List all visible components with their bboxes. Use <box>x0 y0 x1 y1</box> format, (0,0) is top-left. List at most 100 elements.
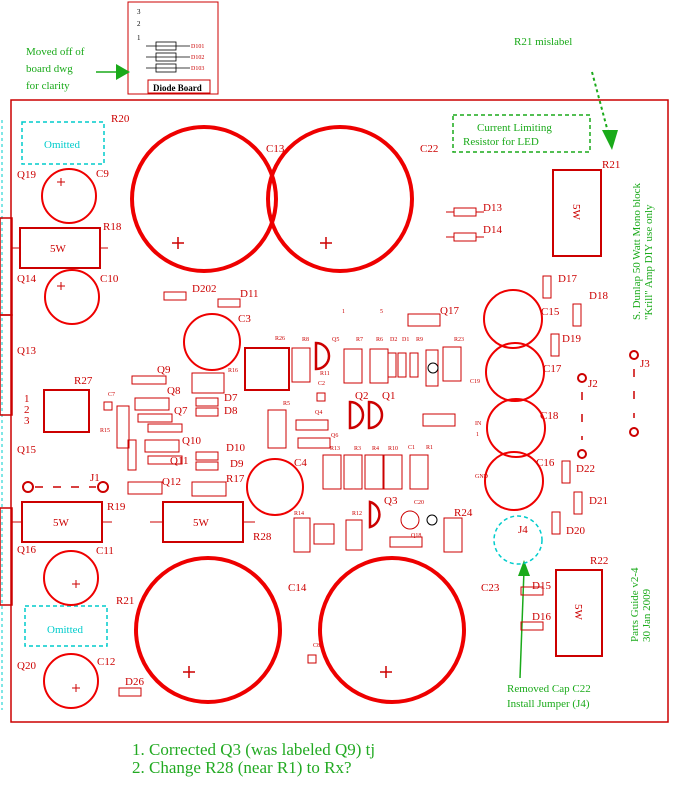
r11-label: R11 <box>320 371 330 377</box>
in-label: IN <box>475 421 482 427</box>
removed-cap-arrowhead <box>518 560 530 576</box>
r26-body <box>244 347 290 391</box>
diode-board-title: Diode Board <box>153 83 202 93</box>
j3-label: J3 <box>640 358 650 370</box>
r3-label: R3 <box>354 446 361 452</box>
left-caps <box>41 168 100 709</box>
r13-label: R13 <box>330 446 340 452</box>
d10-label: D10 <box>226 442 245 454</box>
r28-5w-text: 5W <box>193 517 210 529</box>
current-limit-box <box>452 114 591 153</box>
moved-note-line2: board dwg <box>26 63 73 75</box>
d15-label: D15 <box>532 580 551 592</box>
c10-label: C10 <box>100 273 119 285</box>
q9-label: Q9 <box>157 364 171 376</box>
power-resistors <box>19 169 603 657</box>
removed-cap-line1: Removed Cap C22 <box>507 683 591 695</box>
d1-label: D1 <box>402 337 409 343</box>
c2-label: C2 <box>318 381 325 387</box>
r7-label: R7 <box>356 337 363 343</box>
d102-label: D102 <box>191 55 204 61</box>
main-filter-caps <box>130 125 466 704</box>
d19-label: D19 <box>562 333 581 345</box>
power-resistor-leads <box>12 247 255 523</box>
cap-plus-marks <box>172 237 392 678</box>
q13-pin3: 3 <box>24 415 30 427</box>
d14-label: D14 <box>483 224 502 236</box>
q18-label: Q18 <box>411 533 421 539</box>
q2-label: Q2 <box>355 390 368 402</box>
q14-label: Q14 <box>17 273 36 285</box>
current-limit-line1: Current Limiting <box>477 122 552 134</box>
side-date: Parts Guide v2-4 30 Jan 2009 <box>629 567 653 642</box>
side-date-line1: Parts Guide v2-4 <box>629 567 641 642</box>
d7-label: D7 <box>224 392 238 404</box>
trimpot-top <box>427 362 439 374</box>
diode-pin-1: 1 <box>137 34 141 42</box>
current-limit-line2: Resistor for LED <box>463 136 539 148</box>
c8-label: C8 <box>313 643 320 649</box>
diode-pin-2: 2 <box>137 20 141 28</box>
board-pin5: 5 <box>380 309 383 315</box>
omitted-label-top: Omitted <box>44 139 81 151</box>
r19-label: R19 <box>107 501 126 513</box>
q7-label: Q7 <box>174 405 188 417</box>
removed-cap-arrow <box>519 569 525 679</box>
r4-label: R4 <box>372 446 379 452</box>
d2-label: D2 <box>390 337 397 343</box>
heatsink-tabs <box>0 217 13 606</box>
c14-label: C14 <box>288 582 307 594</box>
d26-label: D26 <box>125 676 144 688</box>
board-outline <box>10 99 669 723</box>
note-2: 2. Change R28 (near R1) to Rx? <box>132 758 352 777</box>
c16-label: C16 <box>536 457 555 469</box>
r23-label: R23 <box>454 337 464 343</box>
side-title: S. Dunlap 50 Watt Mono block "Krill" Amp… <box>631 182 655 320</box>
in-pin-label: 1 <box>476 432 479 438</box>
r5-label: R5 <box>283 401 290 407</box>
d9-label: D9 <box>230 458 244 470</box>
d21-label: D21 <box>589 495 608 507</box>
j4-site <box>493 515 543 565</box>
d20-label: D20 <box>566 525 585 537</box>
diode-board-inset: 3 2 1 D101 D102 D103 Diode Board <box>127 1 219 95</box>
r22-label: R22 <box>590 555 608 567</box>
omitted-label-bottom: Omitted <box>47 624 84 636</box>
r28-label: R28 <box>253 531 272 543</box>
trimpot-bottom <box>426 514 438 526</box>
d202-label: D202 <box>192 283 216 295</box>
c17-label: C17 <box>543 363 562 375</box>
r10-label: R10 <box>388 446 398 452</box>
r27-body <box>43 389 90 433</box>
j2-label: J2 <box>588 378 598 390</box>
center-resistors <box>267 313 463 553</box>
q5-label: Q5 <box>332 337 339 343</box>
r6-label: R6 <box>376 337 383 343</box>
q11-label: Q11 <box>170 455 189 467</box>
q3-label: Q3 <box>384 495 398 507</box>
q17-label: Q17 <box>440 305 459 317</box>
q10-label: Q10 <box>182 435 201 447</box>
q13-pin1: 1 <box>24 393 30 405</box>
r15-label: R15 <box>100 428 110 434</box>
c9-label: C9 <box>96 168 109 180</box>
c15-label: C15 <box>541 306 560 318</box>
d101-label: D101 <box>191 44 204 50</box>
to92-transistors <box>314 341 384 529</box>
r27-label: R27 <box>74 375 93 387</box>
moved-arrow <box>96 64 130 80</box>
side-title-line2: "Krill" Amp DIY use only <box>643 204 655 320</box>
d22-label: D22 <box>576 463 595 475</box>
c18-label: C18 <box>540 410 559 422</box>
r12-label: R12 <box>352 511 362 517</box>
r21-5w-text-group: 5W <box>570 204 582 221</box>
r18-5w-text: 5W <box>50 243 67 255</box>
r20-label: R20 <box>111 113 130 125</box>
d11-label: D11 <box>240 288 259 300</box>
left-cap-plus <box>57 178 80 692</box>
moved-note-line1: Moved off of <box>26 46 85 58</box>
note-1: 1. Corrected Q3 (was labeled Q9) tj <box>132 740 376 759</box>
diode-pin-3: 3 <box>137 8 141 16</box>
r22-5w-text: 5W <box>572 604 584 621</box>
